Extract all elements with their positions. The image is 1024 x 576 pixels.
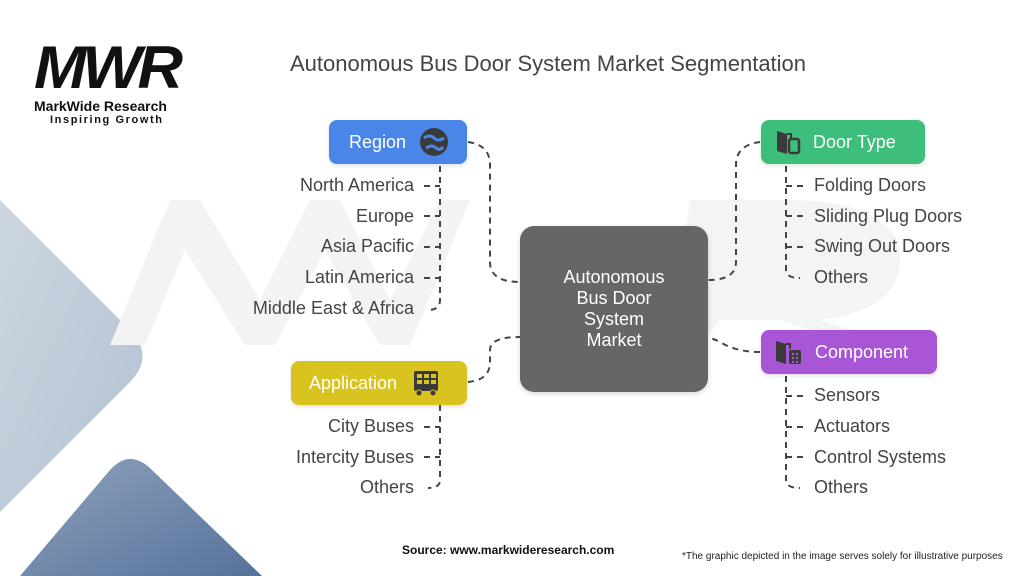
door-type-item: Swing Out Doors	[814, 236, 951, 256]
center-node-line: System	[583, 309, 644, 329]
door-icon	[777, 131, 801, 155]
center-node-line: Market	[586, 330, 642, 350]
brand-tagline: Inspiring Growth	[50, 114, 164, 126]
application-item: Others	[359, 477, 414, 497]
door-type-item: Sliding Plug Doors	[814, 206, 963, 226]
bg-diamond-dark	[20, 459, 262, 576]
connector-application-center	[467, 336, 521, 383]
connector-region-center	[467, 141, 521, 283]
bus-icon	[414, 371, 439, 397]
region-item: Asia Pacific	[320, 236, 414, 256]
source-credit: Source: www.markwideresearch.com	[402, 543, 615, 557]
connector-component-center	[707, 337, 761, 353]
watermark-logo	[110, 200, 470, 345]
segment-door-type-label: Door Type	[813, 131, 896, 152]
component-item: Sensors	[814, 385, 881, 405]
brand-name: MarkWide Research	[34, 98, 167, 114]
segment-door-type: Door Type	[761, 120, 925, 164]
component-item: Actuators	[814, 416, 891, 436]
application-item: Intercity Buses	[295, 447, 414, 467]
application-item: City Buses	[327, 416, 414, 436]
connector-region-items	[427, 166, 441, 311]
center-node-line: Autonomous	[563, 267, 665, 287]
globe-icon	[420, 128, 449, 156]
component-item: Control Systems	[814, 447, 947, 467]
component-item: Others	[814, 477, 869, 497]
bg-diamond-light	[0, 200, 143, 512]
connector-doortype-center	[707, 141, 761, 281]
door-keypad-icon	[776, 341, 801, 364]
segment-application-label: Application	[309, 372, 398, 393]
door-type-item: Others	[814, 267, 869, 287]
segment-application: Application	[291, 361, 467, 405]
segment-component: Component	[761, 330, 937, 374]
connector-component-items	[785, 376, 801, 489]
connector-doortype-items	[785, 166, 801, 279]
region-item: Middle East & Africa	[252, 298, 414, 318]
region-item: Latin America	[304, 267, 414, 287]
connector-application-items	[427, 405, 441, 489]
disclaimer-note: *The graphic depicted in the image serve…	[682, 551, 1003, 562]
logo-mark: MWR	[34, 34, 183, 101]
page-title: Autonomous Bus Door System Market Segmen…	[290, 51, 807, 76]
region-item: North America	[299, 175, 414, 195]
segment-region: Region	[329, 120, 467, 164]
center-node-line: Bus Door	[576, 288, 652, 308]
region-item: Europe	[355, 206, 414, 226]
door-type-item: Folding Doors	[814, 175, 927, 195]
center-node: Autonomous Bus Door System Market	[520, 226, 708, 392]
brand-logo: MWR MarkWide Research Inspiring Growth	[34, 38, 194, 127]
segment-component-label: Component	[815, 341, 909, 362]
segment-region-label: Region	[349, 131, 407, 152]
